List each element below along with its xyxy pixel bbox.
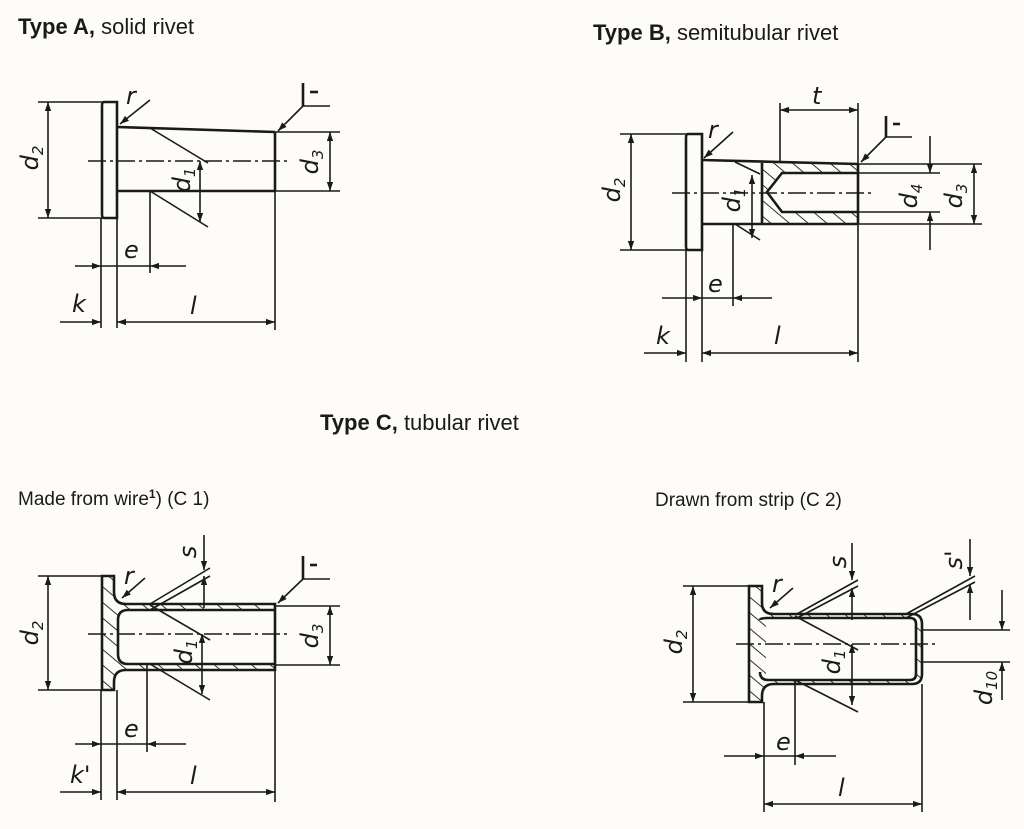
c1-r-label: r <box>124 562 136 590</box>
type-a-d1-label: d1 <box>168 168 199 193</box>
type-a-r-label: r <box>126 82 138 110</box>
c2-d1-label: d1 <box>818 650 849 675</box>
type-c-heading-rest: tubular rivet <box>397 410 519 435</box>
c2-subheading-text: Drawn from strip (C 2) <box>655 490 842 511</box>
c2-subheading: Drawn from strip (C 2) <box>655 490 842 512</box>
type-b-e-label: e <box>708 270 723 298</box>
c2-l-label: l <box>838 774 845 802</box>
type-a-heading: Type A, solid rivet <box>18 14 194 40</box>
type-a-k-label: k <box>72 290 87 318</box>
type-a-heading-bold: Type A, <box>18 14 96 39</box>
c2-d2-label: d2 <box>660 630 691 655</box>
c2-s-label: s <box>824 556 852 569</box>
type-b-bore <box>765 171 858 214</box>
type-b-d4-label: d4 <box>895 184 926 209</box>
type-c-heading-bold: Type C, <box>320 410 398 435</box>
c2-d10-label: d10 <box>970 671 1001 705</box>
type-b-t-label: t <box>812 82 823 110</box>
type-b-d1-label: d1 <box>718 188 749 213</box>
type-a-e-label: e <box>124 236 139 264</box>
type-b-heading: Type B, semitubular rivet <box>593 20 838 46</box>
type-b-head <box>684 132 704 252</box>
type-b-k-label: k <box>656 322 671 350</box>
c1-d2-label: d2 <box>16 621 47 646</box>
c1-subheading-text: Made from wire <box>18 489 149 510</box>
type-a-drawing: d2 d1 d3 r e k l <box>16 82 340 330</box>
c1-footnote-marker: 1 <box>148 487 156 501</box>
c1-d3-label: d3 <box>296 624 327 649</box>
c1-d1-label: d1 <box>170 640 201 665</box>
type-b-l-label: l <box>774 322 781 350</box>
c1-s-label: s <box>174 546 202 559</box>
c2-e-label: e <box>776 728 791 756</box>
c1-subheading-suffix: ) (C 1) <box>155 489 210 510</box>
type-a-head <box>100 100 119 220</box>
c2-outline <box>747 584 924 704</box>
type-b-heading-rest: semitubular rivet <box>670 20 839 45</box>
type-b-drawing: d2 d1 d4 d3 t r <box>598 82 982 362</box>
type-a-l-label: l <box>190 292 197 320</box>
c1-subheading: Made from wire1) (C 1) <box>18 487 209 511</box>
type-a-shank-top <box>116 125 276 134</box>
type-b-d3-label: d3 <box>940 184 971 209</box>
c1-drawing: d2 d1 s d3 r e k <box>16 535 340 802</box>
type-c-heading: Type C, tubular rivet <box>320 410 519 436</box>
c2-drawing: d2 d1 s s' d10 r e <box>660 539 1010 812</box>
type-b-heading-bold: Type B, <box>593 20 671 45</box>
c2-s-prime-label: s' <box>940 550 968 569</box>
c1-l-label: l <box>190 762 197 790</box>
type-a-d2-label: d2 <box>16 146 47 171</box>
type-b-r-label: r <box>708 116 720 144</box>
c1-e-label: e <box>124 715 139 743</box>
type-a-heading-rest: solid rivet <box>95 14 195 39</box>
type-b-d2-label: d2 <box>598 178 629 203</box>
type-a-d3-label: d3 <box>296 150 327 175</box>
c2-bore <box>758 616 918 682</box>
c1-bore <box>116 608 275 666</box>
c1-k-prime-label: k' <box>70 761 91 789</box>
c2-r-label: r <box>772 570 784 598</box>
